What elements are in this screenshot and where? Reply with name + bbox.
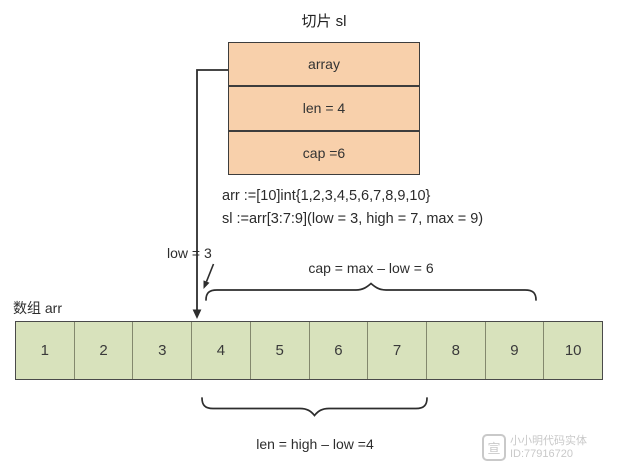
cap-overbrace [205,282,537,301]
array-cell-5: 5 [249,322,309,379]
array-cell-2-value: 2 [99,342,108,359]
array-cell-7-value: 7 [392,342,402,359]
array-cell-1: 1 [16,322,74,379]
slice-field-array-label: array [308,56,340,73]
slice-field-cap: cap =6 [229,129,419,174]
cap-annotation: cap = max – low = 6 [308,260,434,276]
len-underbrace [201,397,428,417]
watermark-name: 小小明代码实体 [510,434,587,447]
array-cell-6: 6 [308,322,368,379]
slice-struct-box: array len = 4 cap =6 [228,42,420,175]
slice-field-cap-label: cap =6 [302,144,346,161]
array-label: 数组 arr [13,300,62,316]
array-cell-8-value: 8 [451,342,460,359]
array-cell-6-value: 6 [334,342,343,359]
watermark-id: ID:77916720 [510,447,573,460]
array-cell-4-value: 4 [216,342,226,359]
code-line-sl: sl :=arr[3:7:9](low = 3, high = 7, max =… [222,211,484,227]
slice-title: 切片 sl [301,13,347,30]
code-line-arr: arr :=[10]int{1,2,3,4,5,6,7,8,9,10} [222,188,431,204]
array-cell-3-value: 3 [158,342,167,359]
array-cell-2: 2 [73,322,133,379]
array-row: 1 2 3 4 5 6 7 8 9 10 [15,321,603,380]
array-cell-8: 8 [425,322,485,379]
array-cell-9: 9 [484,322,544,379]
array-cell-7: 7 [367,322,426,379]
array-cell-10-value: 10 [564,342,582,359]
len-annotation: len = high – low =4 [256,436,374,452]
low-annotation: low = 3 [167,245,212,261]
watermark-stamp-icon: 宣 [482,434,506,461]
array-cell-1-value: 1 [40,342,50,359]
slice-field-len: len = 4 [229,85,419,129]
watermark: 宣 小小明代码实体 ID:77916720 [482,434,587,461]
watermark-stamp-glyph: 宣 [487,441,501,456]
array-cell-5-value: 5 [275,342,284,359]
code-block: arr :=[10]int{1,2,3,4,5,6,7,8,9,10} sl :… [222,185,483,231]
slice-field-array: array [229,43,419,85]
array-cell-9-value: 9 [510,342,519,359]
array-cell-4: 4 [191,322,250,379]
slice-field-len-label: len = 4 [302,100,346,117]
array-cell-10: 10 [543,322,602,379]
array-cell-3: 3 [132,322,191,379]
watermark-text: 小小明代码实体 ID:77916720 [510,435,587,461]
